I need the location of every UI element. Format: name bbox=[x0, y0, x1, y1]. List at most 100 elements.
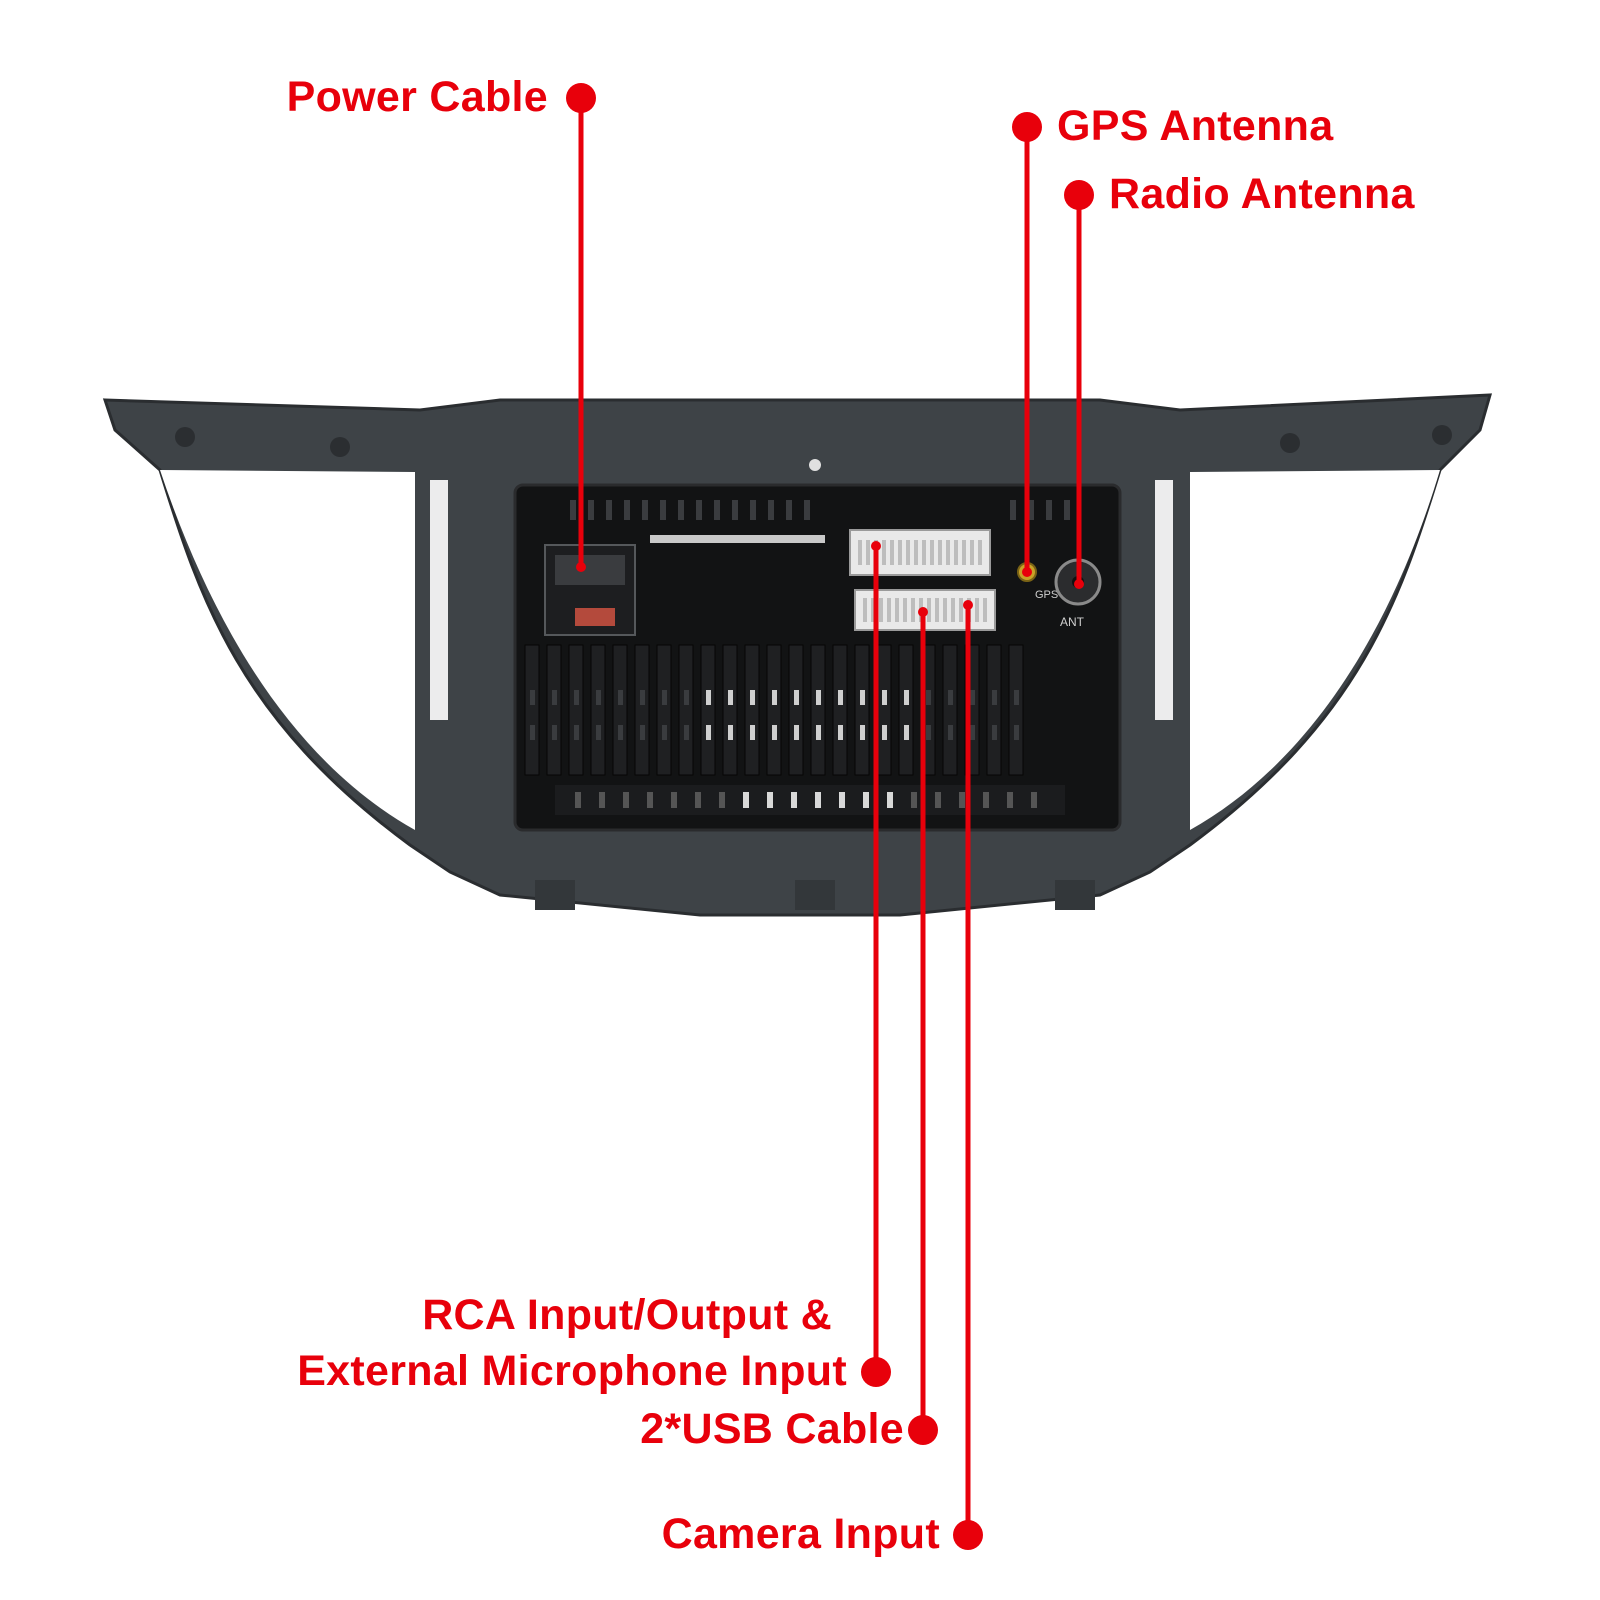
pin bbox=[951, 598, 955, 622]
pin bbox=[858, 540, 862, 565]
vent-slot bbox=[1064, 500, 1070, 520]
fin bbox=[898, 644, 914, 776]
vent-slot bbox=[1010, 500, 1016, 520]
radio-antenna-label: Radio Antenna bbox=[1109, 170, 1415, 218]
vent-slot bbox=[983, 792, 989, 808]
gps-port-mark: GPS bbox=[1035, 589, 1058, 601]
fin bbox=[634, 644, 650, 776]
pin bbox=[938, 540, 942, 565]
vent-slot bbox=[863, 792, 869, 808]
fin-slot bbox=[926, 725, 931, 740]
pin bbox=[935, 598, 939, 622]
vent-slot bbox=[1046, 500, 1052, 520]
pin bbox=[911, 598, 915, 622]
pin bbox=[863, 598, 867, 622]
fin bbox=[986, 644, 1002, 776]
fin-slot bbox=[904, 690, 909, 705]
vent-slot bbox=[624, 500, 630, 520]
fin-slot bbox=[750, 725, 755, 740]
fin-slot bbox=[618, 725, 623, 740]
vent-slot bbox=[1028, 500, 1034, 520]
pin bbox=[970, 540, 974, 565]
vent-slot bbox=[606, 500, 612, 520]
fin-slot bbox=[574, 725, 579, 740]
pin bbox=[882, 540, 886, 565]
fin-slot bbox=[750, 690, 755, 705]
fin-slot bbox=[860, 725, 865, 740]
fin bbox=[832, 644, 848, 776]
fin-slot bbox=[618, 690, 623, 705]
fin bbox=[722, 644, 738, 776]
fin bbox=[876, 644, 892, 776]
pin bbox=[930, 540, 934, 565]
rca-label-line1: RCA Input/Output & bbox=[422, 1291, 832, 1339]
vent-slot bbox=[815, 792, 821, 808]
fin bbox=[942, 644, 958, 776]
vent-slot bbox=[839, 792, 845, 808]
fin bbox=[612, 644, 628, 776]
callout-lines bbox=[578, 98, 1082, 1535]
fin-slot bbox=[838, 690, 843, 705]
fin bbox=[678, 644, 694, 776]
fin bbox=[810, 644, 826, 776]
pin bbox=[903, 598, 907, 622]
pin bbox=[922, 540, 926, 565]
bottom-vent-slots bbox=[575, 792, 1037, 808]
pin bbox=[887, 598, 891, 622]
pin bbox=[946, 540, 950, 565]
vent-slot bbox=[696, 500, 702, 520]
vent-slot bbox=[671, 792, 677, 808]
vent-slot bbox=[599, 792, 605, 808]
fin-slot bbox=[706, 690, 711, 705]
fin-slot bbox=[970, 725, 975, 740]
fin bbox=[788, 644, 804, 776]
fin bbox=[700, 644, 716, 776]
fin-slot bbox=[530, 725, 535, 740]
fin-slot bbox=[640, 725, 645, 740]
fin-slot bbox=[640, 690, 645, 705]
fin-slot bbox=[728, 725, 733, 740]
heatsink-fins bbox=[524, 644, 1024, 776]
fin-slot bbox=[1014, 725, 1019, 740]
fin bbox=[1008, 644, 1024, 776]
pin bbox=[914, 540, 918, 565]
fin-slot bbox=[596, 690, 601, 705]
fin-slot bbox=[772, 690, 777, 705]
power-cable-label: Power Cable bbox=[286, 73, 548, 121]
vent-slot bbox=[791, 792, 797, 808]
vent-slot bbox=[786, 500, 792, 520]
fin bbox=[744, 644, 760, 776]
fin-slot bbox=[684, 690, 689, 705]
vent-slot bbox=[714, 500, 720, 520]
gps-callout-dot bbox=[1012, 112, 1042, 142]
pin bbox=[978, 540, 982, 565]
fin-slot bbox=[992, 725, 997, 740]
fin bbox=[524, 644, 540, 776]
fin bbox=[854, 644, 870, 776]
fin-slot bbox=[838, 725, 843, 740]
gps-antenna-label: GPS Antenna bbox=[1057, 102, 1334, 150]
vent-slot bbox=[911, 792, 917, 808]
vent-slot bbox=[678, 500, 684, 520]
fin-slot bbox=[926, 690, 931, 705]
vent-slot bbox=[719, 792, 725, 808]
fin-slot bbox=[684, 725, 689, 740]
fin bbox=[766, 644, 782, 776]
fin-slot bbox=[772, 725, 777, 740]
vent-slot bbox=[935, 792, 941, 808]
fin-slot bbox=[992, 690, 997, 705]
vent-slot bbox=[743, 792, 749, 808]
fin-slot bbox=[552, 690, 557, 705]
fin-slot bbox=[970, 690, 975, 705]
vent-slot bbox=[642, 500, 648, 520]
rca-label-line2: External Microphone Input bbox=[297, 1347, 847, 1395]
radio-callout-dot bbox=[1064, 180, 1094, 210]
pin bbox=[898, 540, 902, 565]
pin bbox=[927, 598, 931, 622]
vent-slot bbox=[647, 792, 653, 808]
callout-dots bbox=[566, 83, 1094, 1550]
vent-slot bbox=[768, 500, 774, 520]
usb-cable-label: 2*USB Cable bbox=[640, 1405, 904, 1453]
vent-slot bbox=[959, 792, 965, 808]
pin bbox=[983, 598, 987, 622]
